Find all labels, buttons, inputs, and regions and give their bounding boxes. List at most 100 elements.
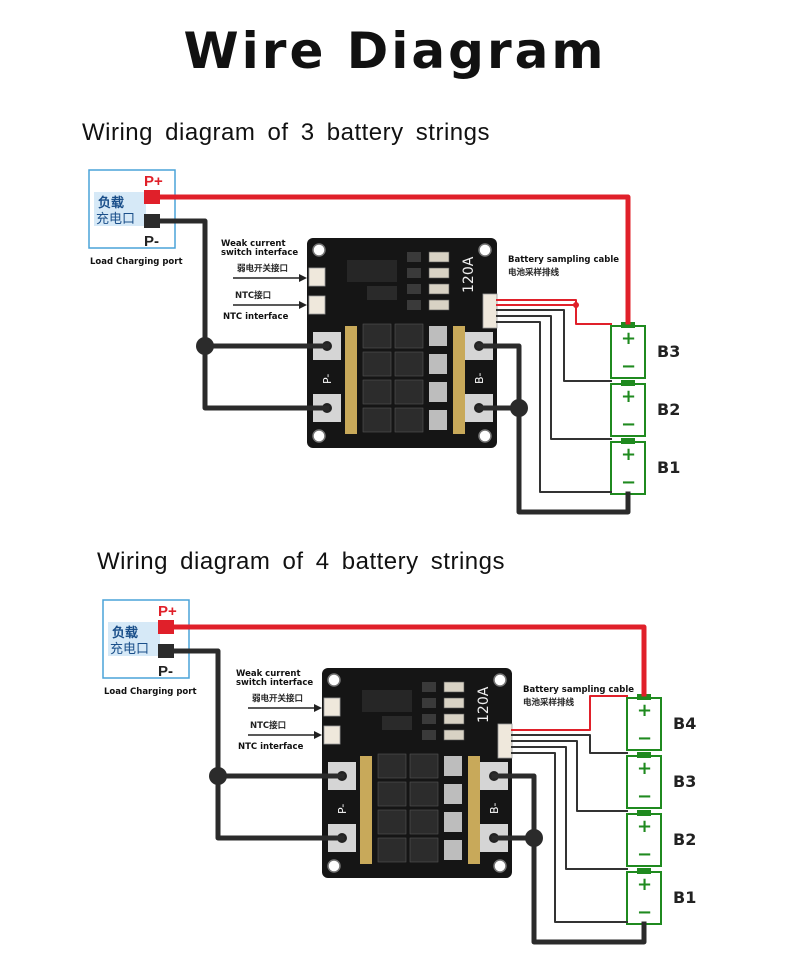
battery-cell: +−B4 — [626, 694, 696, 751]
battery-outline — [610, 383, 646, 437]
sampling-junction-dot — [573, 302, 579, 308]
weak-current-label-en-2: switch interface — [221, 248, 298, 258]
battery-cell: + − B3 — [610, 322, 680, 379]
charging-port-label: 充电口 — [110, 641, 149, 657]
mount-hole — [478, 429, 492, 443]
ic-chip — [347, 260, 397, 282]
mosfet — [394, 351, 424, 377]
mount-hole — [493, 859, 507, 873]
load-label: 负载 — [112, 625, 138, 641]
battery-terminal — [637, 810, 651, 816]
mosfet — [394, 323, 424, 349]
mount-hole — [327, 673, 341, 687]
smd-component — [422, 698, 436, 708]
p-plus-label: P+ — [158, 603, 177, 620]
positive-main-wire — [171, 624, 647, 697]
battery-stack: +−B4+−B3+−B2+−B1 — [626, 694, 696, 925]
sampling-connector — [497, 723, 513, 759]
bus-bar-right — [453, 326, 465, 434]
plus-icon: + — [621, 444, 636, 465]
junction-dot — [209, 767, 227, 785]
plus-icon: + — [621, 386, 636, 407]
battery-outline — [626, 813, 662, 867]
p-plus-terminal — [144, 190, 160, 204]
battery-terminal — [621, 380, 635, 386]
board-b-minus-label: B- — [488, 802, 501, 814]
battery-cell: +−B1 — [626, 868, 696, 925]
main-title: Wire Diagram — [183, 22, 607, 80]
sampling-cable-label-cn: 电池采样排线 — [523, 697, 575, 708]
mosfet — [377, 781, 407, 807]
mosfet — [409, 837, 439, 863]
weak-current-connector — [308, 267, 326, 287]
p-minus-wire — [171, 648, 345, 841]
weak-current-connector — [323, 697, 341, 717]
sampling-wire-positive — [511, 695, 628, 731]
smd-array — [444, 756, 462, 776]
smd-array — [444, 840, 462, 860]
shunt-resistor — [443, 713, 465, 725]
mosfet — [362, 323, 392, 349]
current-rating-label: 120A — [461, 256, 477, 293]
p-minus-label: P- — [158, 663, 173, 680]
minus-icon: − — [621, 356, 636, 377]
ntc-label-cn: NTC接口 — [250, 720, 286, 731]
load-port-label-bg — [108, 622, 160, 656]
shunt-resistor — [443, 681, 465, 693]
smd-component — [407, 252, 421, 262]
p-minus-wire — [157, 218, 330, 411]
battery-stack: +−B3+−B2+−B1 — [610, 322, 680, 495]
battery-terminal — [637, 752, 651, 758]
battery-cell: +−B1 — [610, 438, 680, 495]
weak-current-label-en: Weak current — [221, 239, 286, 249]
battery-label: B3 — [657, 342, 680, 361]
mosfet — [409, 753, 439, 779]
battery-outline — [610, 325, 646, 379]
heading-3-strings: Wiring diagram of 3 battery strings — [82, 119, 490, 146]
wires — [171, 624, 647, 945]
plus-icon: + — [637, 816, 652, 837]
bus-bar-right — [468, 756, 480, 864]
ic-chip-2 — [382, 716, 412, 730]
load-port-caption: Load Charging port — [90, 257, 183, 267]
mount-hole — [327, 859, 341, 873]
shunt-resistor — [428, 283, 450, 295]
plus-icon: + — [621, 328, 636, 349]
ntc-label-cn: NTC接口 — [235, 290, 271, 301]
plus-icon: + — [637, 700, 652, 721]
p-minus-label: P- — [144, 233, 159, 250]
battery-outline — [626, 755, 662, 809]
heading-4-strings: Wiring diagram of 4 battery strings — [97, 548, 505, 575]
mosfet — [362, 351, 392, 377]
shunt-resistor — [428, 251, 450, 263]
arrow-head-icon — [314, 731, 322, 739]
smd-component — [422, 730, 436, 740]
minus-icon: − — [637, 844, 652, 865]
smd-component — [422, 682, 436, 692]
sampling-wire-2 — [496, 315, 612, 440]
junction-dot — [525, 829, 543, 847]
sampling-cable-label-cn: 电池采样排线 — [508, 267, 560, 278]
battery-cell: +−B2 — [610, 380, 680, 437]
battery-terminal — [637, 868, 651, 874]
battery-label: B4 — [673, 714, 696, 733]
bus-bar-left — [345, 326, 357, 434]
p-minus-terminal — [144, 214, 160, 228]
shunt-resistor — [443, 729, 465, 741]
junction-dot — [510, 399, 528, 417]
bus-bar-left — [360, 756, 372, 864]
shunt-resistor — [443, 697, 465, 709]
battery-outline — [610, 441, 646, 495]
sampling-cable-label-en: Battery sampling cable — [508, 255, 619, 265]
sampling-wire-3 — [511, 746, 628, 870]
ic-chip — [362, 690, 412, 712]
mosfet — [362, 407, 392, 433]
minus-icon: − — [621, 414, 636, 435]
battery-terminal — [621, 322, 635, 328]
ic-chip-2 — [367, 286, 397, 300]
